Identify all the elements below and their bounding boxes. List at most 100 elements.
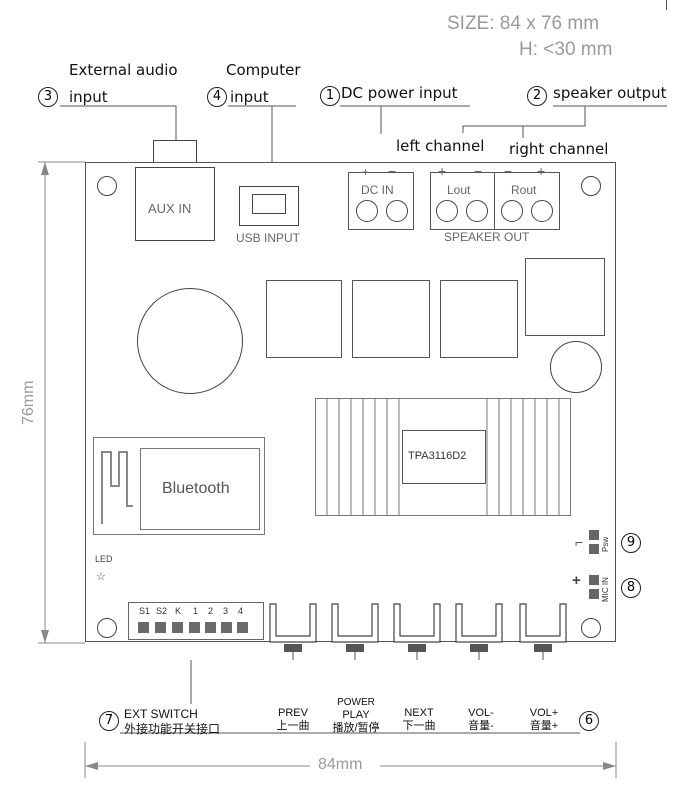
lout-label: Lout: [447, 183, 471, 197]
button-label-next-en: NEXT: [404, 707, 434, 719]
callout-1-label: DC power input: [341, 84, 458, 102]
heatsink: [315, 398, 571, 516]
switch-pin-label-3: 3: [223, 606, 229, 616]
callout-2-number: 2: [527, 86, 547, 106]
dc-minus: −: [388, 163, 397, 179]
switch-pin-label-4: 4: [238, 606, 244, 616]
lout-minus: −: [474, 163, 483, 179]
mic-in-tag: MIC IN: [601, 577, 610, 602]
button-label-prev-en: PREV: [278, 707, 308, 719]
bluetooth-label: Bluetooth: [162, 480, 230, 497]
button-label-play-top: POWER: [337, 697, 375, 708]
button-label-vol-up-cn: 音量+: [529, 720, 559, 732]
inductor-2: [352, 280, 430, 358]
psw-symbol: ⌐: [575, 534, 584, 550]
aux-in-label: AUX IN: [148, 201, 192, 216]
callout-6-number: 6: [579, 711, 599, 731]
button-label-prev: PREV 上一曲: [270, 707, 316, 733]
callout-3-number: 3: [38, 87, 58, 107]
switch-pin-label-2: 2: [208, 606, 214, 616]
switch-pin-label-s2: S2: [156, 606, 168, 616]
ext-switch-header: [128, 602, 264, 640]
callout-4-label-line2: input: [230, 88, 269, 106]
capacitor-large: [137, 288, 243, 394]
dc-in-terminal: [348, 172, 414, 230]
rout-label: Rout: [511, 183, 537, 197]
button-label-next-cn: 下一曲: [402, 720, 436, 732]
inductor-3: [440, 280, 518, 358]
switch-pin-label-k: K: [175, 606, 182, 616]
chip-label: TPA3116D2: [408, 450, 467, 462]
button-label-vol-down-cn: 音量-: [468, 720, 494, 732]
callout-2-label: speaker output: [553, 84, 667, 102]
bluetooth-shield: [140, 448, 260, 530]
psw-connector: [589, 544, 599, 554]
button-label-vol-up-en: VOL+: [529, 707, 559, 719]
inductor-4: [525, 258, 605, 336]
button-label-vol-down: VOL- 音量-: [458, 707, 504, 733]
switch-pin: [237, 622, 248, 633]
callout-8-number: 8: [621, 578, 641, 598]
led-label: LED: [95, 554, 113, 564]
lout-plus: +: [438, 163, 447, 179]
inductor-1: [266, 280, 342, 358]
buttons-drawing: [269, 603, 567, 660]
button-label-play-en: PLAY: [342, 709, 370, 721]
callout-1-number: 1: [320, 86, 340, 106]
mic-connector: [589, 575, 599, 585]
usb-port: [239, 186, 299, 226]
switch-pin-label-s1: S1: [139, 606, 151, 616]
callout-9-number: 9: [621, 533, 641, 553]
aux-in-jack: [135, 167, 215, 241]
switch-pin: [172, 622, 183, 633]
switch-pin: [221, 622, 232, 633]
lout-screw-1: [436, 200, 458, 222]
mounting-hole-br: [581, 618, 601, 638]
height-dimension: 76mm: [20, 380, 37, 425]
speaker-out-label: SPEAKER OUT: [444, 230, 530, 244]
callout-7-number: 7: [99, 711, 119, 731]
rout-screw-2: [531, 200, 553, 222]
button-label-vol-up: VOL+ 音量+: [521, 707, 567, 733]
bluetooth-antenna-icon: [101, 451, 133, 524]
button-label-vol-down-en: VOL-: [468, 707, 494, 719]
height-label: H: <30 mm: [519, 39, 613, 60]
mic-connector: [589, 589, 599, 599]
lout-screw-2: [466, 200, 488, 222]
left-channel-label: left channel: [396, 137, 485, 155]
corner-mark: [666, 0, 667, 10]
callout-3-label-line2: input: [69, 88, 108, 106]
rout-terminal: [494, 172, 560, 230]
callout-4-number: 4: [207, 87, 227, 107]
rout-screw-1: [501, 200, 523, 222]
mounting-hole-tr: [581, 176, 601, 196]
switch-pin: [155, 622, 166, 633]
mic-plus: +: [572, 572, 581, 589]
psw-tag: Psw: [601, 536, 610, 552]
size-label: SIZE: 84 x 76 mm: [447, 13, 600, 34]
button-label-play-cn: 播放/暂停: [332, 722, 380, 734]
callout-3-label-line1: External audio: [69, 61, 178, 79]
rout-minus: −: [504, 163, 513, 179]
mounting-hole-bl: [97, 618, 117, 638]
switch-pin: [205, 622, 216, 633]
switch-pin-label-1: 1: [193, 606, 199, 616]
ext-switch-label-cn: 外接功能开关接口: [124, 722, 221, 736]
mounting-hole-tl: [97, 176, 117, 196]
psw-connector: [589, 530, 599, 540]
rout-plus: +: [537, 163, 546, 179]
button-label-play: POWER PLAY 播放/暂停: [326, 696, 386, 735]
led-icon: ☆: [96, 571, 106, 583]
switch-pin: [189, 622, 200, 633]
dc-screw-1: [356, 200, 378, 222]
right-channel-label: right channel: [509, 140, 609, 158]
dc-screw-2: [386, 200, 408, 222]
width-dimension: 84mm: [318, 756, 363, 773]
dc-in-label: DC IN: [361, 183, 394, 197]
usb-inner: [252, 194, 286, 214]
ext-switch-label: EXT SWITCH: [124, 707, 198, 721]
button-label-next: NEXT 下一曲: [396, 707, 442, 733]
dc-plus: +: [362, 165, 370, 179]
callout-4-label-line1: Computer: [226, 61, 301, 79]
capacitor-small: [550, 341, 602, 393]
